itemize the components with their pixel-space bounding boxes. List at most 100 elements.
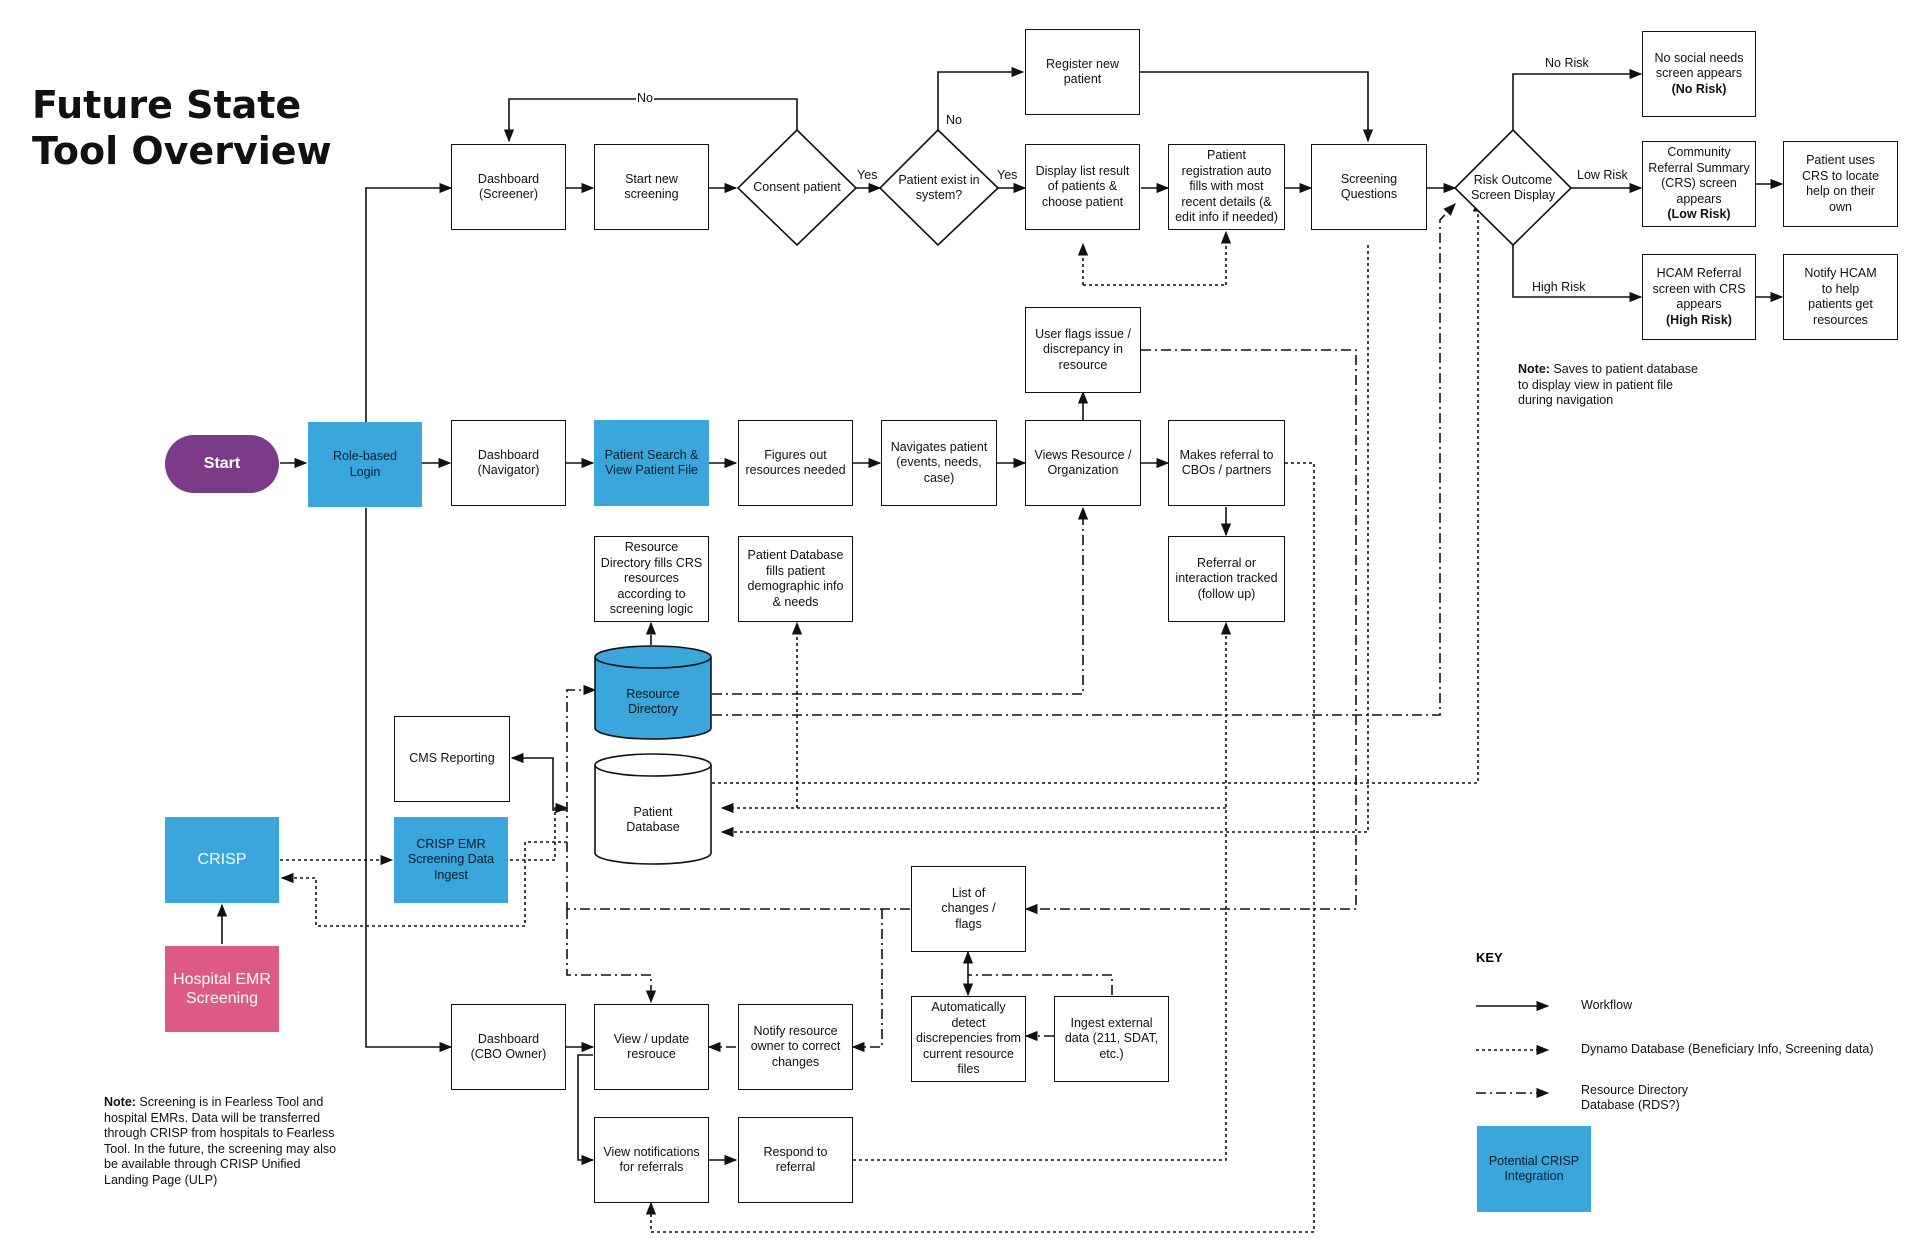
consent-diamond bbox=[736, 128, 858, 247]
patient-database-text: Patient Database bbox=[626, 804, 680, 835]
list-of-changes-label: List of changes / flags bbox=[941, 885, 996, 931]
role-based-login-node: Role-based Login bbox=[308, 422, 422, 507]
dyn-ingest-db bbox=[510, 802, 569, 861]
high-risk-label: (High Risk) bbox=[1666, 312, 1732, 327]
makes-referral-node: Makes referral to CBOs / partners bbox=[1168, 420, 1285, 506]
patient-search-label: Patient Search & View Patient File bbox=[604, 447, 699, 478]
edge-viewupdate-notifications bbox=[577, 1054, 595, 1166]
rds-dir-viewupdate bbox=[566, 909, 657, 1004]
referral-tracked-label: Referral or interaction tracked (follow … bbox=[1175, 555, 1278, 601]
referral-tracked-node: Referral or interaction tracked (follow … bbox=[1168, 536, 1285, 622]
rds-userflags-list bbox=[1024, 349, 1357, 915]
screening-questions-label: Screening Questions bbox=[1340, 171, 1398, 202]
patient-exist-diamond bbox=[878, 128, 1000, 247]
navigates-patient-label: Navigates patient (events, needs, case) bbox=[890, 439, 988, 485]
start-new-screening-node: Start new screening bbox=[594, 144, 709, 230]
respond-to-referral-label: Respond to referral bbox=[763, 1144, 828, 1175]
cms-reporting-node: CMS Reporting bbox=[394, 716, 510, 802]
views-resource-label: Views Resource / Organization bbox=[1034, 447, 1132, 478]
auto-detect-node: Automatically detect discrepencies from … bbox=[911, 996, 1026, 1082]
edge-label-low-risk: Low Risk bbox=[1576, 168, 1629, 182]
edge-risk-highrisk bbox=[1512, 245, 1643, 303]
figures-out-node: Figures out resources needed bbox=[738, 420, 853, 506]
display-list-label: Display list result of patients & choose… bbox=[1035, 163, 1130, 209]
patient-database-label: Patient Database bbox=[595, 800, 711, 840]
edge-consent-no-back bbox=[503, 98, 798, 143]
title-line-2: Tool Overview bbox=[32, 129, 332, 173]
patient-search-node: Patient Search & View Patient File bbox=[594, 420, 709, 506]
patient-db-fills-node: Patient Database fills patient demograph… bbox=[738, 536, 853, 622]
edge-login-cbo bbox=[365, 508, 453, 1053]
navigates-patient-node: Navigates patient (events, needs, case) bbox=[881, 420, 997, 506]
register-new-patient-node: Register new patient bbox=[1025, 29, 1140, 115]
edge-label-no-risk: No Risk bbox=[1544, 56, 1590, 70]
notify-hcam-label: Notify HCAM to help patients get resourc… bbox=[1804, 266, 1877, 327]
ingest-external-label: Ingest external data (211, SDAT, etc.) bbox=[1064, 1015, 1159, 1061]
consent-patient-text: Consent patient bbox=[753, 180, 841, 195]
edge-label-no-consent: No bbox=[636, 91, 654, 105]
edge-label-high-risk: High Risk bbox=[1531, 280, 1587, 294]
patient-db-fills-label: Patient Database fills patient demograph… bbox=[747, 548, 844, 609]
consent-patient-label: Consent patient bbox=[738, 165, 856, 211]
hospital-emr-label: Hospital EMR Screening bbox=[173, 971, 271, 1007]
key-potential-crisp-label: Potential CRISP Integration bbox=[1488, 1153, 1580, 1184]
ingest-external-node: Ingest external data (211, SDAT, etc.) bbox=[1054, 996, 1169, 1082]
patient-exist-label: Patient exist in system? bbox=[880, 165, 998, 211]
screening-note: Note: Screening is in Fearless Tool and … bbox=[104, 1095, 347, 1188]
edge-label-yes-exist: Yes bbox=[996, 168, 1019, 182]
dyn-respond-tracked bbox=[853, 621, 1232, 1161]
user-flags-label: User flags issue / discrepancy in resour… bbox=[1035, 326, 1131, 372]
edge-patientdb-cms bbox=[510, 752, 567, 811]
respond-to-referral-node: Respond to referral bbox=[738, 1117, 853, 1203]
rds-dir-risk bbox=[712, 203, 1456, 716]
patient-uses-crs-node: Patient uses CRS to locate help on their… bbox=[1783, 141, 1898, 227]
dyn-db-makesref bbox=[645, 462, 1315, 1233]
title-line-1: Future State bbox=[32, 83, 302, 127]
view-update-resource-node: View / update resrouce bbox=[594, 1004, 709, 1090]
dashboard-screener-node: Dashboard (Screener) bbox=[451, 144, 566, 230]
patient-registration-label: Patient registration auto fills with mos… bbox=[1175, 148, 1278, 225]
notify-resource-owner-node: Notify resource owner to correct changes bbox=[738, 1004, 853, 1090]
no-social-needs-node: No social needs screen appears (No Risk) bbox=[1642, 31, 1756, 117]
resource-directory-cylinder bbox=[594, 657, 712, 740]
edge-label-yes-consent: Yes bbox=[856, 168, 879, 182]
figures-out-label: Figures out resources needed bbox=[745, 447, 846, 478]
crisp-label: CRISP bbox=[197, 851, 247, 869]
hcam-referral-label: HCAM Referral screen with CRS appears bbox=[1652, 266, 1746, 311]
low-risk-label: (Low Risk) bbox=[1667, 207, 1731, 222]
patient-exist-text: Patient exist in system? bbox=[898, 172, 980, 203]
rds-ingest-autodetect bbox=[968, 974, 1113, 995]
edge-login-screener bbox=[365, 182, 453, 425]
risk-outcome-text: Risk Outcome Screen Display bbox=[1470, 172, 1556, 203]
dashboard-cbo-node: Dashboard (CBO Owner) bbox=[451, 1004, 566, 1090]
page-title: Future State Tool Overview bbox=[32, 82, 332, 174]
key-title: KEY bbox=[1476, 950, 1503, 965]
saves-note-bold: Note: bbox=[1518, 362, 1550, 376]
start-node: Start bbox=[165, 435, 279, 493]
edge-register-screening bbox=[1138, 71, 1374, 143]
rds-list-dir bbox=[566, 684, 910, 910]
auto-detect-label: Automatically detect discrepencies from … bbox=[916, 1000, 1021, 1077]
crisp-node: CRISP bbox=[165, 817, 279, 903]
patient-uses-crs-label: Patient uses CRS to locate help on their… bbox=[1801, 153, 1880, 214]
crisp-emr-ingest-label: CRISP EMR Screening Data Ingest bbox=[407, 836, 495, 882]
start-new-screening-label: Start new screening bbox=[624, 171, 679, 202]
resource-dir-fills-label: Resource Directory fills CRS resources a… bbox=[600, 540, 703, 617]
edge-risk-norisk bbox=[1512, 68, 1643, 130]
role-based-login-label: Role-based Login bbox=[333, 449, 397, 479]
key-rds-label: Resource Directory Database (RDS?) bbox=[1581, 1083, 1688, 1112]
dashboard-navigator-label: Dashboard (Navigator) bbox=[477, 447, 540, 478]
no-risk-label: (No Risk) bbox=[1671, 81, 1727, 96]
saves-note-text: Saves to patient database to display vie… bbox=[1518, 362, 1698, 407]
notify-hcam-node: Notify HCAM to help patients get resourc… bbox=[1783, 254, 1898, 340]
community-referral-node: Community Referral Summary (CRS) screen … bbox=[1642, 141, 1756, 227]
makes-referral-label: Makes referral to CBOs / partners bbox=[1179, 447, 1274, 478]
display-list-node: Display list result of patients & choose… bbox=[1025, 144, 1140, 230]
start-label: Start bbox=[203, 455, 241, 473]
crisp-emr-ingest-node: CRISP EMR Screening Data Ingest bbox=[394, 817, 508, 903]
risk-outcome-label: Risk Outcome Screen Display bbox=[1455, 165, 1571, 211]
resource-directory-label: Resource Directory bbox=[595, 682, 711, 722]
key-dynamo-label: Dynamo Database (Beneficiary Info, Scree… bbox=[1581, 1042, 1874, 1056]
saves-note: Note: Saves to patient database to displ… bbox=[1518, 362, 1708, 409]
